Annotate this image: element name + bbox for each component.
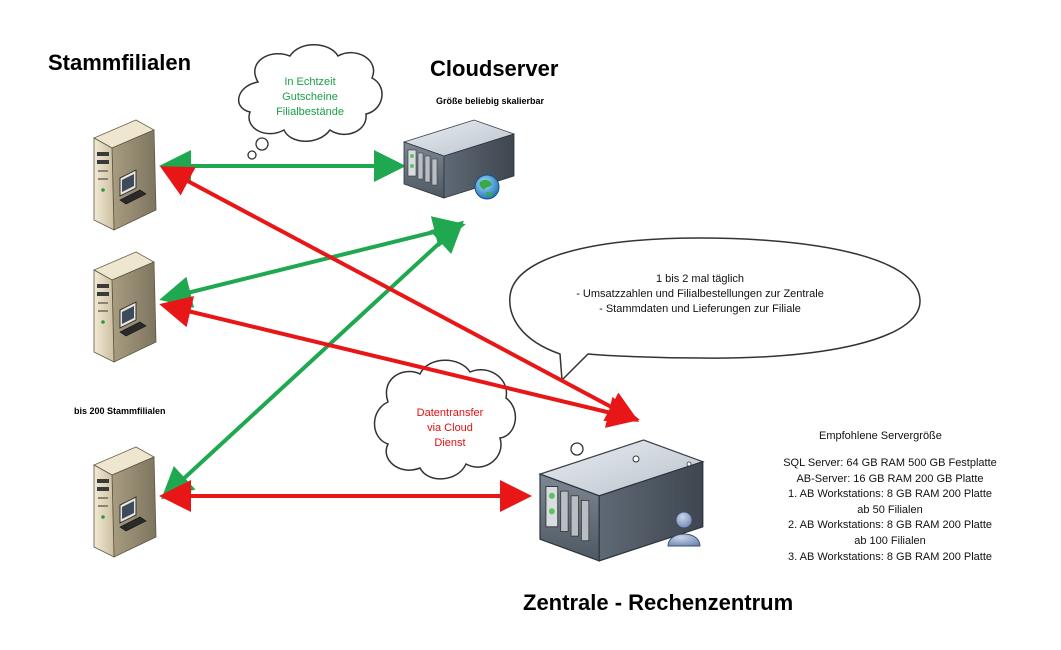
server-specs-list: SQL Server: 64 GB RAM 500 GB Festplatte … — [745, 456, 1035, 565]
transfer-bubble-text: Datentransfer via Cloud Dienst — [395, 406, 505, 451]
web-server-icon — [403, 119, 515, 200]
specs-title: Empfohlene Servergröße — [819, 430, 942, 442]
tower-pc-icon — [93, 251, 157, 363]
cloud-subtitle: Größe beliebig skalierbar — [436, 96, 545, 106]
tower-pc-icon — [93, 119, 157, 231]
spec-line: 3. AB Workstations: 8 GB RAM 200 Platte — [788, 550, 992, 563]
bubble-line: - Stammdaten und Lieferungen zur Filiale — [599, 303, 801, 315]
arrow-branch2-cloud — [159, 216, 466, 308]
schedule-bubble-text: 1 bis 2 mal täglich - Umsatzzahlen und F… — [540, 272, 860, 317]
spec-line: ab 100 Filialen — [854, 534, 926, 547]
bubble-line: Filialbestände — [276, 106, 344, 118]
arrows — [159, 150, 640, 512]
spec-line: AB-Server: 16 GB RAM 200 GB Platte — [796, 472, 984, 485]
bubble-line: 1 bis 2 mal täglich — [655, 273, 745, 285]
spec-line: 2. AB Workstations: 8 GB RAM 200 Platte — [788, 519, 992, 532]
bubble-line: Gutscheine — [282, 91, 338, 103]
cloudserver-title: Cloudserver — [430, 56, 559, 81]
spec-line: 1. AB Workstations: 8 GB RAM 200 Platte — [788, 488, 992, 501]
user-server-icon — [539, 439, 704, 562]
bubble-line: - Umsatzzahlen und Filialbestellungen zu… — [576, 288, 824, 300]
bubble-line: via Cloud — [427, 422, 473, 434]
bubble-line: Datentransfer — [416, 407, 484, 419]
bubble-line: Dienst — [434, 437, 466, 449]
realtime-bubble-text: In Echtzeit Gutscheine Filialbestände — [255, 75, 365, 120]
branches-title: Stammfilialen — [48, 50, 192, 75]
central-title: Zentrale - Rechenzentrum — [523, 590, 794, 615]
realtime-thought-bubble — [238, 44, 383, 160]
arrow-branch2-central — [159, 296, 640, 428]
tower-pc-icon — [93, 446, 157, 558]
bubble-line: In Echtzeit — [284, 76, 336, 88]
spec-line: ab 50 Filialen — [857, 503, 923, 516]
branch-count-label: bis 200 Stammfilialen — [74, 406, 166, 416]
spec-line: SQL Server: 64 GB RAM 500 GB Festplatte — [783, 457, 997, 469]
